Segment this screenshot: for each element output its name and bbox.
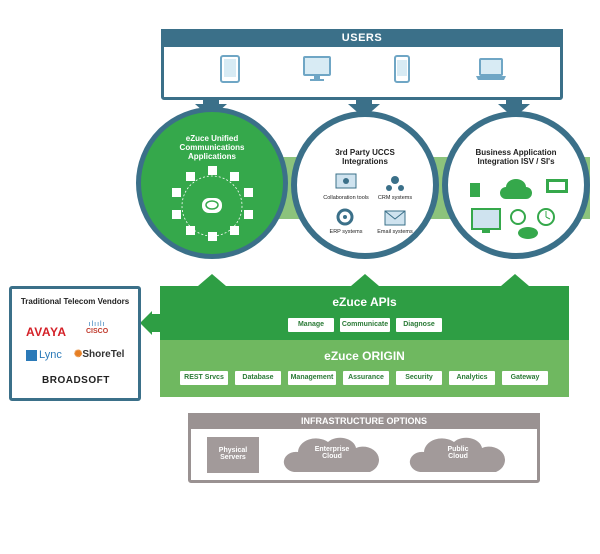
enterprise-line2: Cloud xyxy=(322,453,342,460)
database-button[interactable]: Database xyxy=(235,371,281,385)
ezuce-apis-panel: eZuce APIs Manage Communicate Diagnose xyxy=(160,286,569,340)
uccs-title-line2: Integrations xyxy=(342,157,388,166)
cisco-bars-icon: ılıılı xyxy=(88,321,106,328)
uccs-item-email: Email systems xyxy=(377,229,413,235)
crm-icon xyxy=(386,176,404,191)
users-title: USERS xyxy=(161,29,563,47)
shoretel-icon: ✺ xyxy=(74,349,83,360)
security-button[interactable]: Security xyxy=(396,371,442,385)
business-apps-icon xyxy=(470,179,568,239)
arrow-stem xyxy=(150,314,162,332)
cisco-text: CISCO xyxy=(86,328,109,335)
communicate-button[interactable]: Communicate xyxy=(340,318,390,332)
uccs-item-collaboration: Collaboration tools xyxy=(323,195,369,201)
laptop-icon xyxy=(476,58,506,80)
manage-button[interactable]: Manage xyxy=(288,318,334,332)
arrow-stem xyxy=(356,100,372,106)
diagnose-button[interactable]: Diagnose xyxy=(396,318,442,332)
lync-icon xyxy=(26,349,37,361)
unified-title-line3: Applications xyxy=(187,152,236,161)
apis-title: eZuce APIs xyxy=(332,295,397,309)
tablet-icon xyxy=(220,55,240,83)
public-line2: Cloud xyxy=(448,453,468,460)
management-button[interactable]: Management xyxy=(288,371,336,385)
app-hub-icon xyxy=(172,166,253,241)
email-icon xyxy=(384,210,406,226)
avaya-logo: AVAYA xyxy=(26,325,67,339)
public-cloud-label: Public Cloud xyxy=(426,446,490,460)
uccs-title-line1: 3rd Party UCCS xyxy=(335,148,395,157)
vendors-title: Traditional Telecom Vendors xyxy=(20,297,130,306)
arrow-stem xyxy=(203,100,219,106)
physical-line1: Physical xyxy=(218,447,248,454)
erp-icon xyxy=(336,208,354,226)
gateway-button[interactable]: Gateway xyxy=(502,371,548,385)
business-title-line1: Business Application xyxy=(475,148,557,157)
third-party-uccs-circle: 3rd Party UCCS Integrations Collaboratio… xyxy=(291,111,439,259)
analytics-button[interactable]: Analytics xyxy=(449,371,495,385)
telecom-vendors-panel: Traditional Telecom Vendors AVAYA ılıılı… xyxy=(9,286,141,401)
up-arrow xyxy=(351,274,379,286)
enterprise-line1: Enterprise xyxy=(314,446,350,453)
public-line1: Public xyxy=(447,446,469,453)
uccs-item-erp: ERP systems xyxy=(329,229,363,235)
collaboration-icon xyxy=(335,173,357,189)
monitor-icon xyxy=(303,56,331,81)
enterprise-cloud-icon xyxy=(283,437,380,472)
up-arrow xyxy=(501,274,529,286)
physical-line2: Servers xyxy=(220,454,246,461)
lync-logo: Lync xyxy=(26,349,62,361)
unified-title-line2: Communications xyxy=(179,143,245,152)
uccs-item-crm: CRM systems xyxy=(377,195,413,201)
shoretel-logo: ✺ShoreTel xyxy=(74,349,124,360)
cisco-logo: ılıılı CISCO xyxy=(86,321,108,335)
arrow-stem xyxy=(506,100,522,106)
phone-icon xyxy=(394,55,410,83)
ezuce-origin-panel: eZuce ORIGIN REST Srvcs Database Managem… xyxy=(160,340,569,397)
rest-services-button[interactable]: REST Srvcs xyxy=(180,371,228,385)
public-cloud-icon xyxy=(409,437,506,472)
unified-title-line1: eZuce Unified xyxy=(185,134,239,143)
origin-title: eZuce ORIGIN xyxy=(324,349,405,363)
business-application-circle: Business Application Integration ISV / S… xyxy=(442,111,590,259)
assurance-button[interactable]: Assurance xyxy=(343,371,389,385)
physical-servers-box: Physical Servers xyxy=(207,437,259,473)
unified-communications-circle: eZuce Unified Communications Application… xyxy=(136,107,288,259)
shoretel-text: ShoreTel xyxy=(82,349,125,360)
business-title-line2: Integration ISV / SI's xyxy=(477,157,555,166)
broadsoft-logo: BROADSOFT xyxy=(42,375,110,386)
infrastructure-title: INFRASTRUCTURE OPTIONS xyxy=(188,413,540,429)
up-arrow xyxy=(198,274,226,286)
lync-text: Lync xyxy=(39,349,62,361)
left-arrow xyxy=(140,311,152,335)
enterprise-cloud-label: Enterprise Cloud xyxy=(300,446,364,460)
